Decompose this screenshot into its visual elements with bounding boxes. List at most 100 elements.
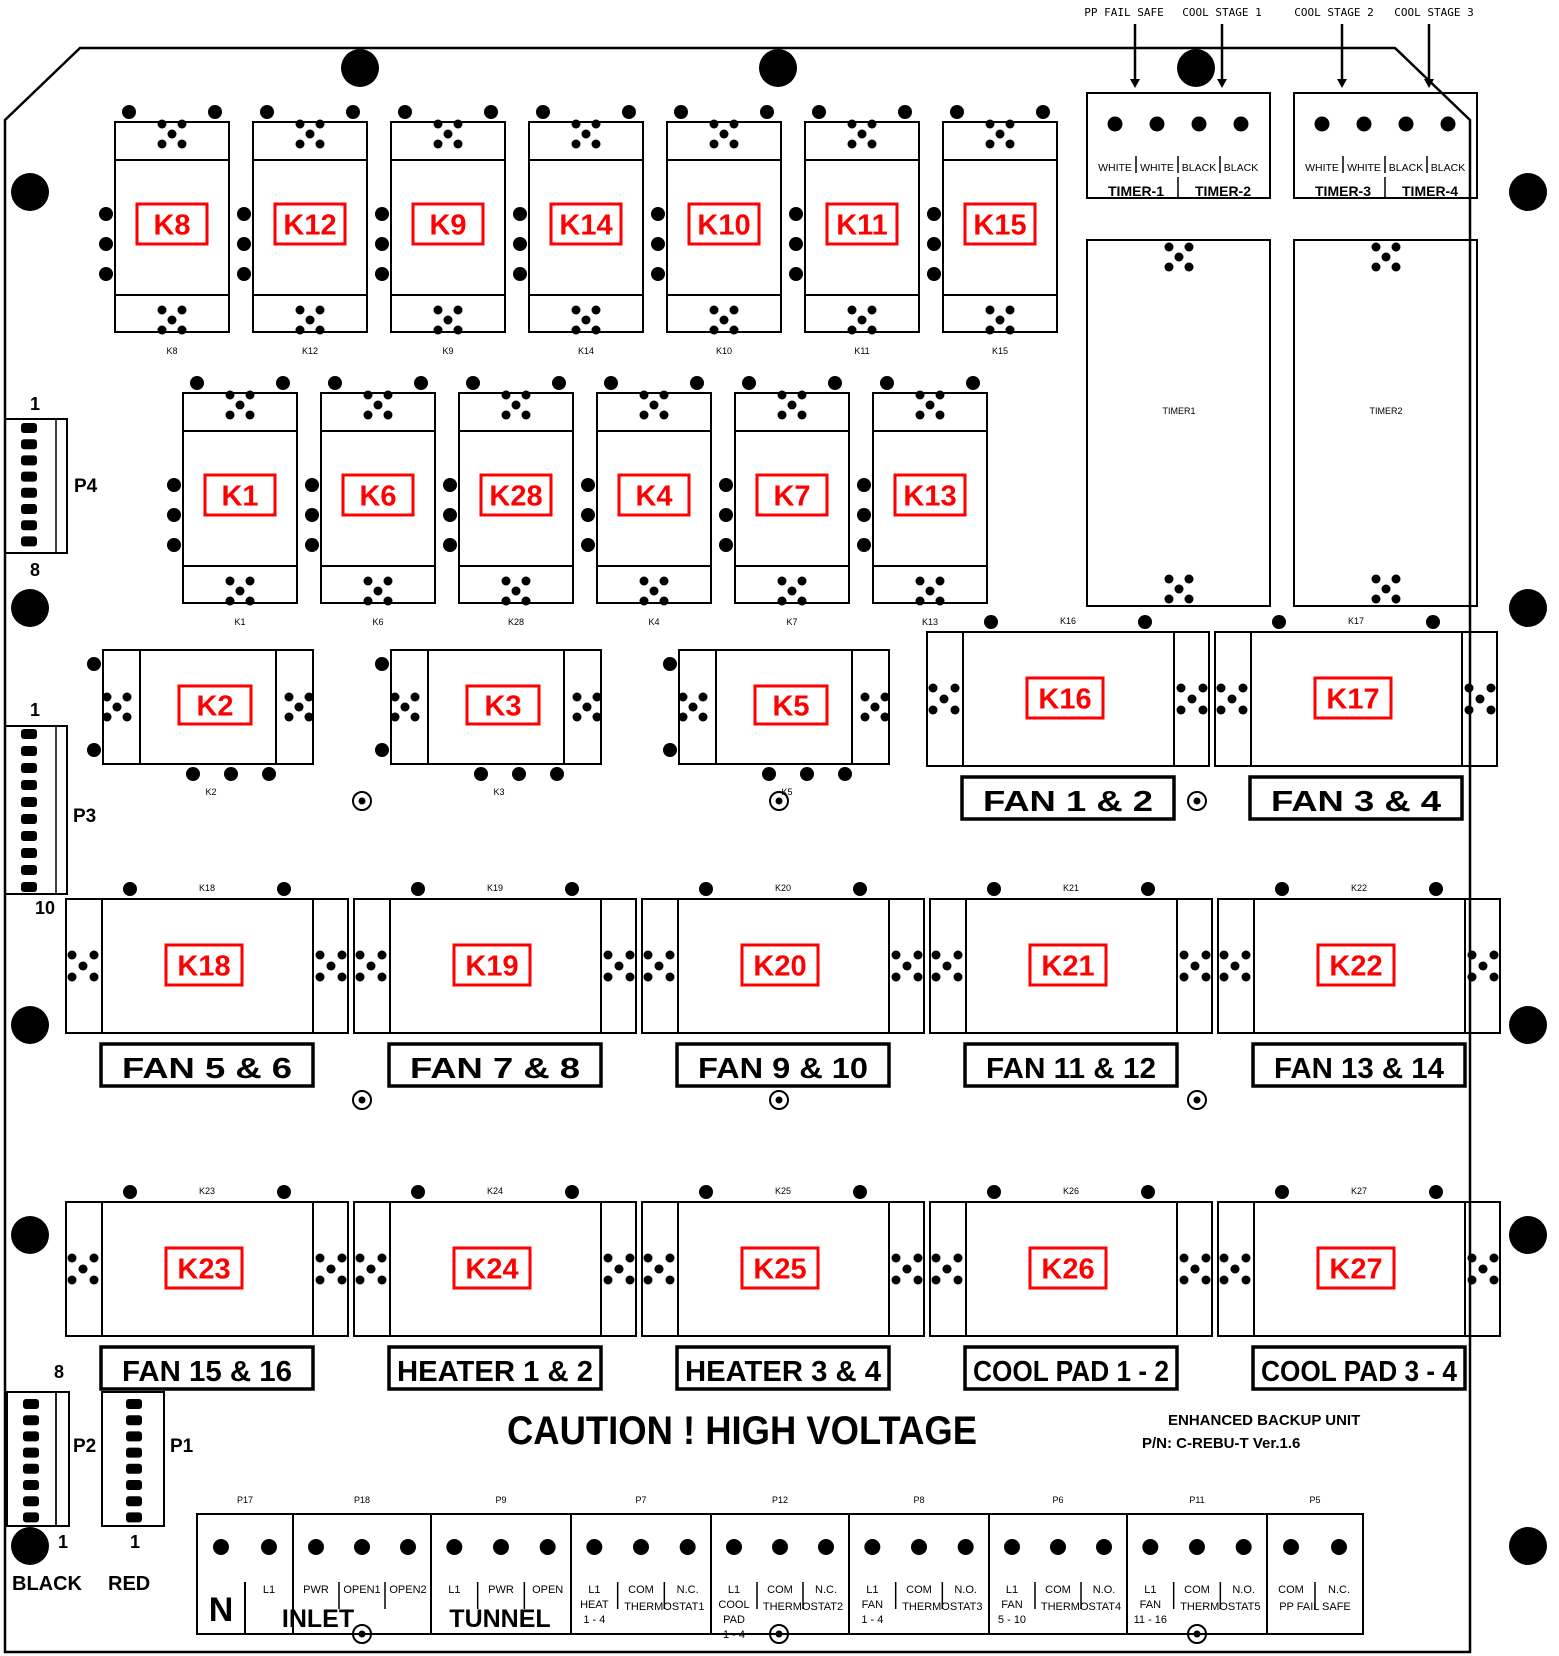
header-p1 [55,1391,165,1527]
solder-pad [698,712,708,722]
solder-pad [1391,242,1401,252]
solder-pad [1138,615,1152,629]
top-signal-cool-stage-3: COOL STAGE 3 [1394,6,1473,19]
solder-pad [939,694,949,704]
relay-label-box [1316,1246,1396,1290]
solder-pad [777,410,787,420]
relay-body [390,121,506,333]
terminal-screw [308,1539,324,1555]
terminal-pin-label: L1 [1144,1584,1156,1596]
mounting-hole [1509,173,1547,211]
relay-caption: FAN 15 & 16 [122,1356,292,1388]
terminal-screw [1331,1539,1347,1555]
solder-pad [433,325,443,335]
caption-box [1251,1042,1467,1088]
connector-pin [1233,116,1249,132]
p1-pin-bottom: 1 [130,1532,140,1552]
timer-label: TIMER-4 [1402,183,1458,199]
solder-pad [305,315,315,325]
p2-name: P2 [73,1436,96,1457]
solder-pad [1371,242,1381,252]
solder-pad [678,712,688,722]
solder-pad [1164,262,1174,272]
relay-body [1217,898,1501,1034]
terminal-pin-label: FAN [1140,1599,1161,1611]
relay-label: K18 [177,950,230,982]
solder-pad [665,972,675,982]
solder-pad [363,410,373,420]
relay-label: K7 [773,480,810,512]
mounting-hole [759,49,797,87]
relay-label: K19 [465,950,518,982]
solder-pad [1184,242,1194,252]
solder-pad [719,315,729,325]
solder-pad [592,692,602,702]
relay-label-box [1028,1246,1108,1290]
solder-pad [400,702,410,712]
solder-pad [305,478,319,492]
solder-pad [305,538,319,552]
terminal-neutral-label: N [209,1591,234,1629]
solder-pad [453,139,463,149]
header-pin [21,763,37,773]
solder-pad [377,1253,387,1263]
solder-pad [262,767,276,781]
header-pin [21,814,37,824]
solder-pad [603,1253,613,1263]
solder-pad [284,692,294,702]
solder-pad [913,1275,923,1285]
solder-pad [942,1264,952,1274]
solder-pad [789,237,803,251]
header-pin [23,1512,39,1523]
solder-pad [284,712,294,722]
solder-pad [913,972,923,982]
terminal-ref: P12 [772,1495,788,1505]
solder-pad [1230,1264,1240,1274]
ref-designator: K17 [1348,616,1364,626]
connector-pin [1398,116,1414,132]
header-pin [21,504,37,514]
relay-label-box [479,473,553,517]
solder-pad [67,1253,77,1263]
relay-body [65,898,349,1034]
relay-label-box [617,473,691,517]
terminal-pin-label: PWR [303,1584,329,1596]
terminal-body [1266,1513,1364,1635]
ref-designator: K13 [922,617,938,627]
wire-color-label: WHITE [1140,162,1174,174]
solder-pad [867,119,877,129]
relay-caption: HEATER 1 & 2 [397,1356,593,1388]
relay-label: K8 [153,209,190,241]
solder-pad [581,538,595,552]
relay-label-box [963,202,1037,246]
solder-pad [102,692,112,702]
solder-pad [857,478,871,492]
solder-pad [729,139,739,149]
solder-pad [390,712,400,722]
arrow-head [1130,79,1140,88]
solder-pad [915,410,925,420]
solder-pad [1241,1253,1251,1263]
solder-pad [355,1275,365,1285]
ref-designator: K4 [648,617,659,627]
mounting-hole [1509,1006,1547,1044]
solder-pad [67,1275,77,1285]
relay-body [182,392,298,604]
solder-pad [337,1275,347,1285]
solder-pad [1005,325,1015,335]
solder-pad [913,1253,923,1263]
solder-pad [122,712,132,722]
solder-pad [867,139,877,149]
header-pin [23,1496,39,1507]
mounting-hole [1509,1527,1547,1565]
solder-pad [225,576,235,586]
solder-pad [177,139,187,149]
terminal-screw [539,1539,556,1555]
solder-pad [89,950,99,960]
terminal-ref: P6 [1052,1495,1063,1505]
solder-pad [1475,694,1485,704]
header-pin [21,536,37,547]
terminal-pin-label: FAN [862,1599,883,1611]
